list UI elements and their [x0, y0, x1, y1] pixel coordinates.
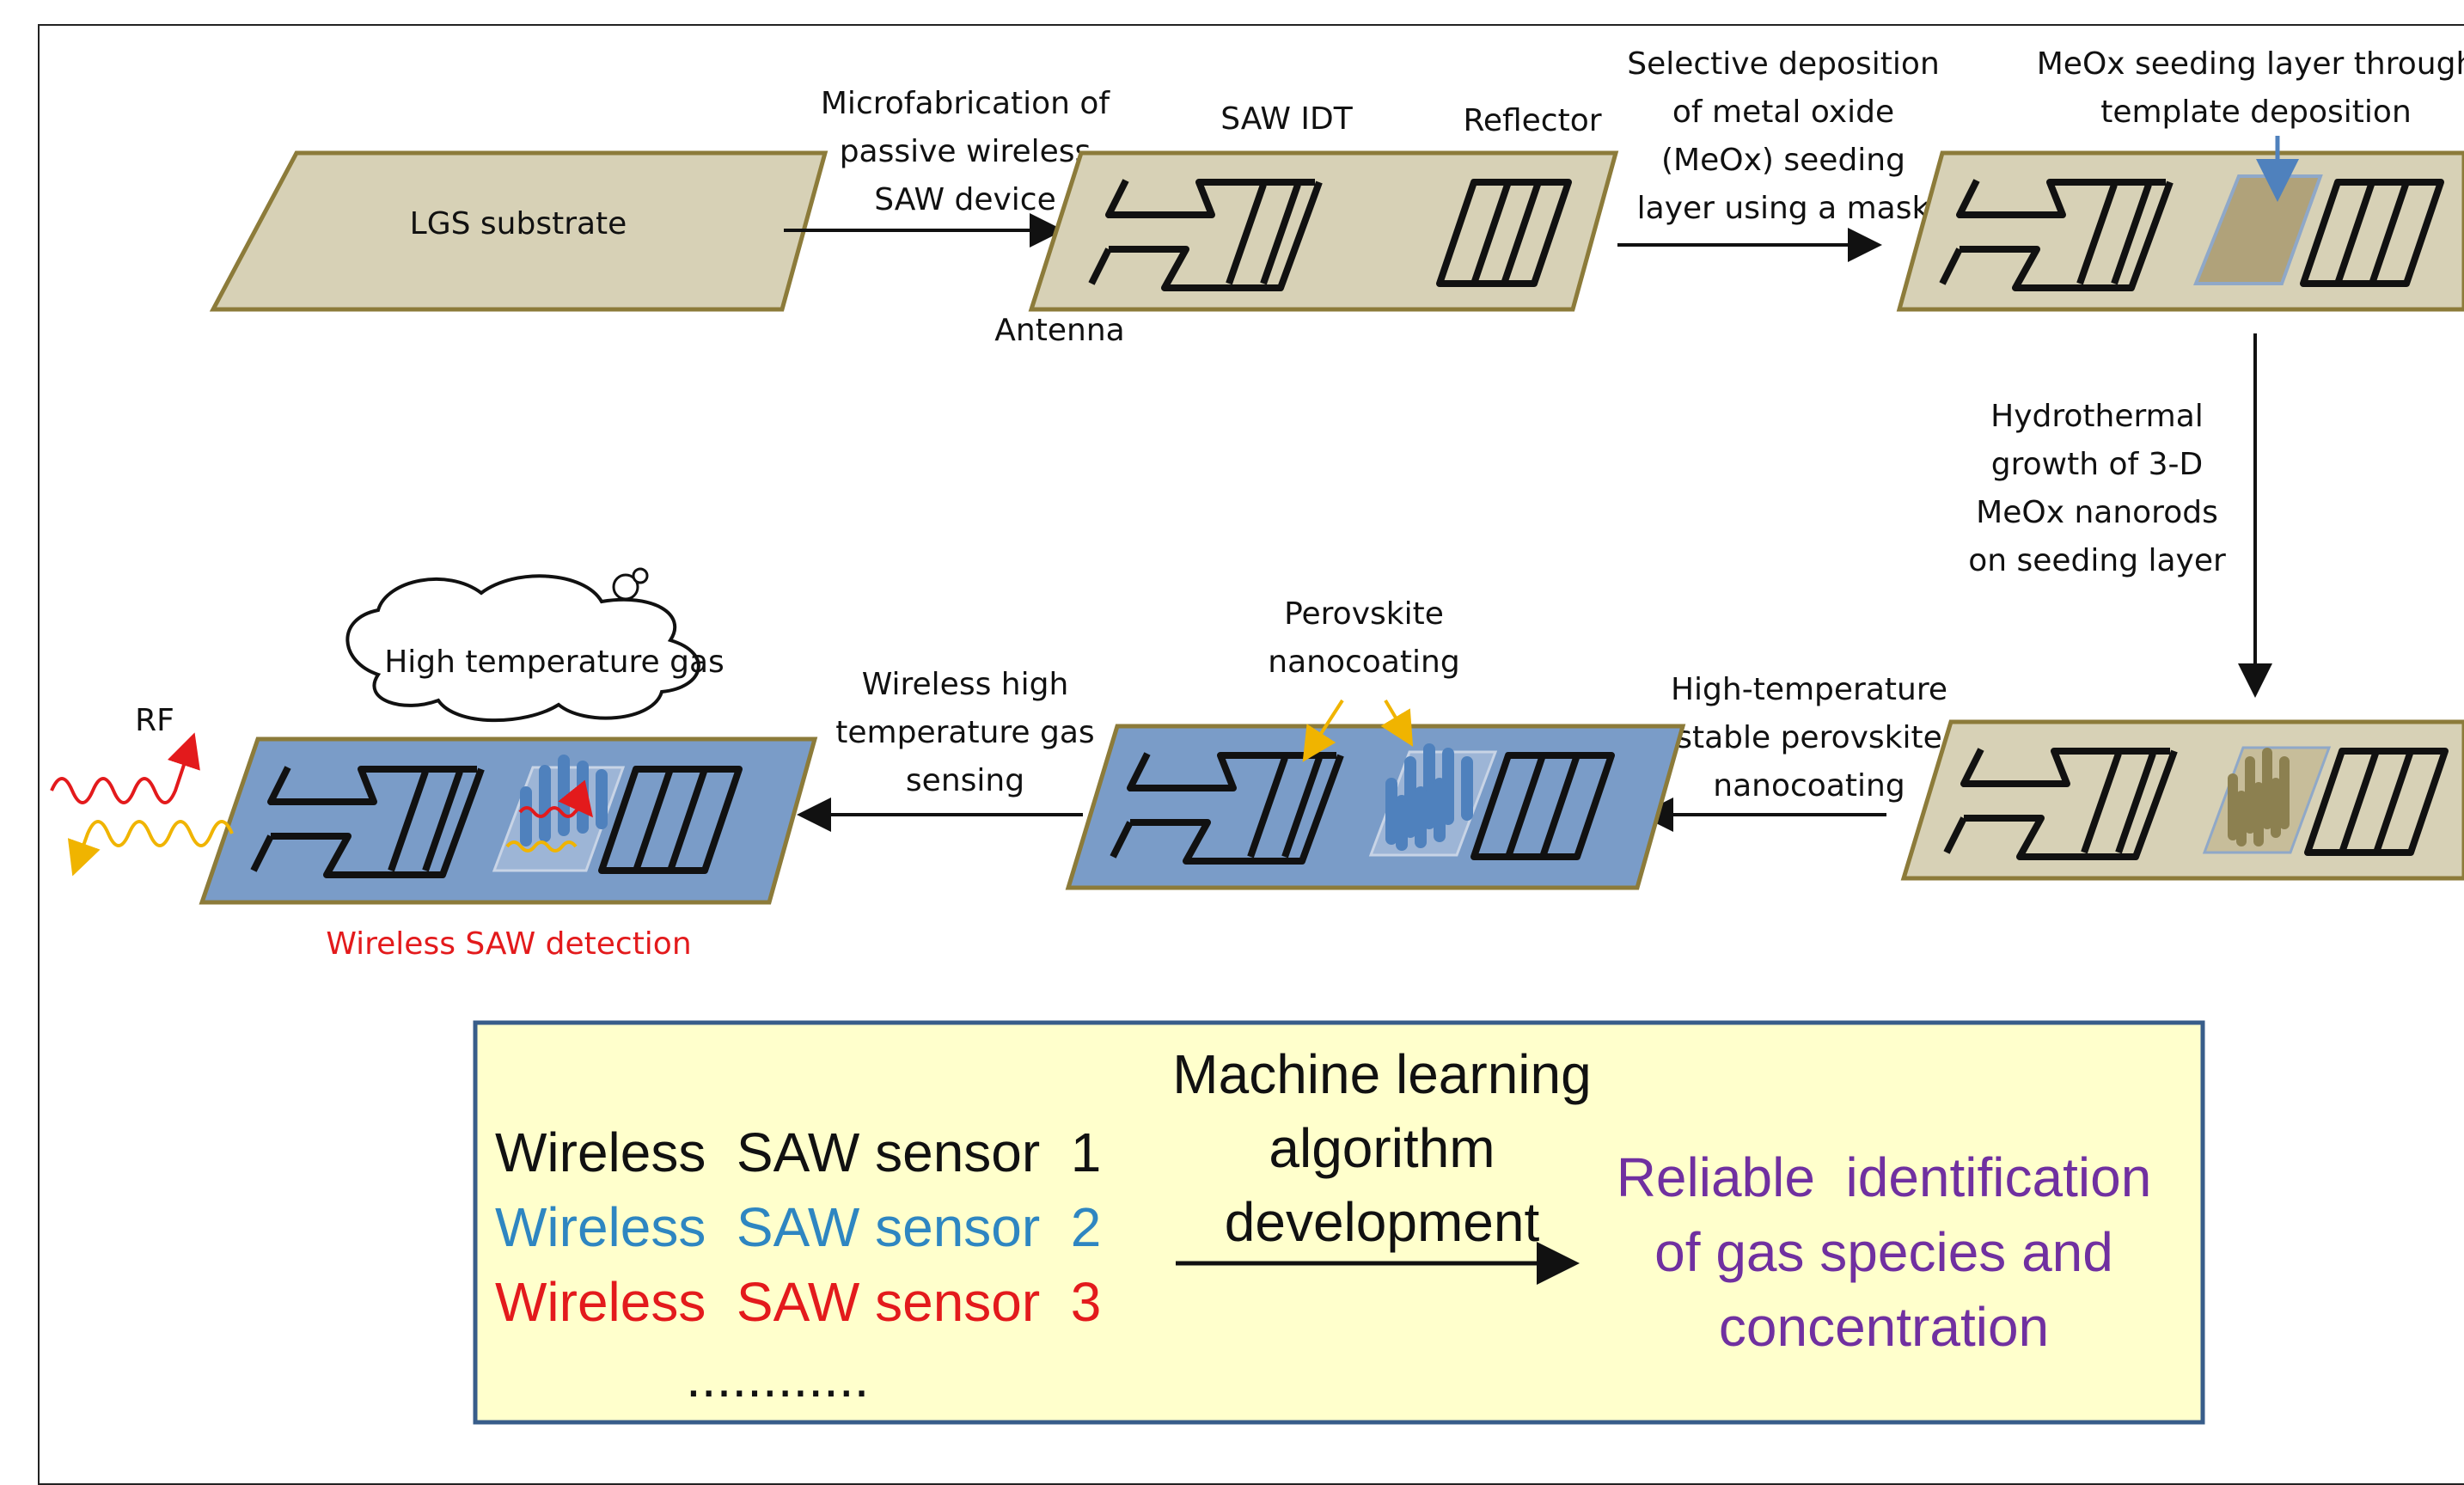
step1-line2: passive wireless [840, 134, 1091, 169]
perovskite-pointer-right [1380, 699, 1414, 747]
sensor-3-label: Wireless SAW sensor 3 [495, 1271, 1101, 1333]
step3-line1: MeOx seeding layer through [2037, 46, 2464, 82]
seeded-device [1896, 150, 2464, 312]
rf-waves [50, 732, 234, 877]
perovskite-line2: nanocoating [1268, 645, 1459, 680]
process-diagram: LGS substrate Microfabrication of passiv… [50, 46, 2464, 1425]
nanorod-device [1900, 719, 2464, 881]
lgs-substrate-label: LGS substrate [410, 206, 627, 241]
step2-line3: (MeOx) seeding [1661, 143, 1905, 178]
step1-line3: SAW device [874, 182, 1055, 217]
ml-summary-box: Wireless SAW sensor 1 Wireless SAW senso… [473, 1020, 2205, 1425]
lgs-substrate: LGS substrate [209, 150, 828, 312]
result-line3: concentration [1719, 1296, 2049, 1358]
sensor-2-label: Wireless SAW sensor 2 [495, 1196, 1101, 1258]
step2-line1: Selective deposition [1627, 46, 1940, 82]
result-line2: of gas species and [1654, 1221, 2113, 1283]
step4-line4: on seeding layer [1968, 543, 2226, 578]
result-line1: Reliable identification [1617, 1146, 2152, 1208]
saw-device [1028, 150, 1619, 312]
perovskite-pointer-left [1302, 699, 1344, 762]
step5-line3: nanocoating [1713, 768, 1905, 804]
ml-line1: Machine learning [1172, 1043, 1591, 1105]
sensor-1-label: Wireless SAW sensor 1 [495, 1121, 1101, 1183]
step4-line2: growth of 3-D [1991, 447, 2203, 482]
step6-line1: Wireless high [862, 667, 1069, 702]
step1-line1: Microfabrication of [821, 86, 1111, 121]
antenna-label: Antenna [994, 313, 1124, 348]
rf-label: RF [135, 703, 174, 738]
cloud-label: High temperature gas [384, 645, 725, 680]
ml-line3: development [1225, 1191, 1540, 1253]
more-sensors-dots: ............ [686, 1347, 869, 1409]
step3-line2: template deposition [2100, 95, 2412, 130]
gas-cloud [345, 567, 700, 723]
perovskite-device [1065, 724, 1686, 890]
detection-label: Wireless SAW detection [326, 926, 691, 962]
reflector-label: Reflector [1463, 103, 1601, 138]
step6-line3: sensing [906, 763, 1024, 798]
step4-line3: MeOx nanorods [1976, 495, 2218, 530]
step2-line4: layer using a mask [1637, 191, 1930, 226]
sensing-device [199, 736, 818, 905]
step5-line2: stable perovskite [1676, 720, 1942, 755]
saw-idt-label: SAW IDT [1220, 101, 1354, 137]
nanorods-blue [1385, 743, 1473, 851]
ml-line2: algorithm [1269, 1117, 1495, 1179]
step4-line1: Hydrothermal [1990, 399, 2204, 434]
step2-line2: of metal oxide [1672, 95, 1894, 130]
step5-line1: High-temperature [1671, 672, 1947, 707]
perovskite-line1: Perovskite [1284, 596, 1444, 632]
step6-line2: temperature gas [835, 715, 1094, 750]
nanorods-brown [2228, 748, 2290, 846]
